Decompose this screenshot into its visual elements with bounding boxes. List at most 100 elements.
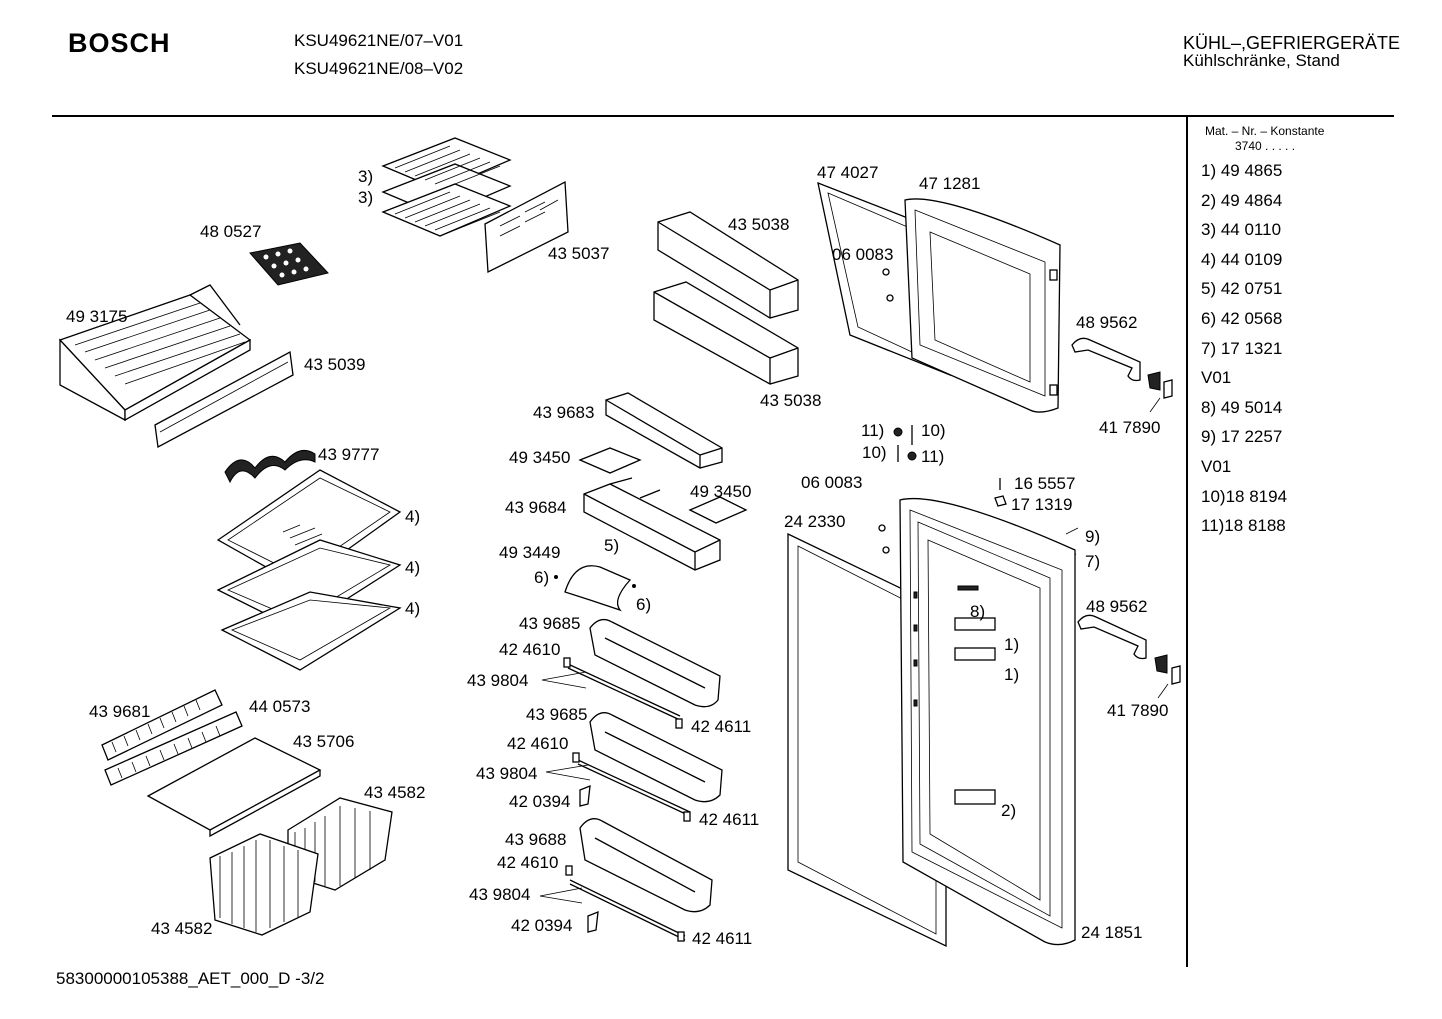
drawer-front-strip	[154, 350, 294, 449]
part-label: 43 5039	[304, 355, 365, 374]
freezer-door	[904, 198, 1061, 413]
part-label: 11)	[921, 447, 944, 466]
part-label: 10)	[921, 421, 946, 440]
part-label: 6)	[534, 568, 549, 587]
part-labels: 3) 3) 48 0527 43 5037 49 3175 43 5039 43…	[66, 163, 1168, 948]
part-label: 43 5038	[728, 215, 789, 234]
part-label: 17 1319	[1011, 495, 1072, 514]
model-number-1: KSU49621NE/07–V01	[294, 31, 464, 50]
part-label: 47 1281	[919, 174, 980, 193]
part-label: 42 4611	[692, 929, 752, 948]
sidebar-entry: 4) 44 0109	[1201, 249, 1283, 269]
sidebar-entry: 10)18 8194	[1201, 486, 1288, 506]
fridge-door	[899, 497, 1076, 946]
part-label: 42 0394	[509, 792, 570, 811]
butter-compartment	[605, 392, 723, 469]
sidebar-entry: 6) 42 0568	[1201, 308, 1283, 328]
part-label: 44 0573	[249, 697, 310, 716]
part-label: 42 0394	[511, 916, 572, 935]
part-label: 9)	[1085, 527, 1100, 546]
sidebar-divider	[1186, 117, 1188, 967]
part-label: 11)	[861, 421, 884, 440]
freezer-grate-shelves	[381, 137, 512, 237]
part-label: 3)	[358, 188, 373, 207]
part-label: 42 4610	[497, 853, 558, 872]
part-label: 4)	[405, 599, 420, 618]
part-label: 43 9685	[519, 614, 580, 633]
shelf-clips	[563, 657, 691, 942]
part-label: 43 9684	[505, 498, 566, 517]
part-label: 4)	[405, 558, 420, 577]
part-label: 7)	[1085, 552, 1100, 571]
part-label: 24 2330	[784, 512, 845, 531]
part-label: 43 4582	[151, 919, 212, 938]
door-bottle-shelves	[579, 618, 723, 913]
part-label: 42 4610	[507, 734, 568, 753]
part-label: 5)	[604, 536, 619, 555]
part-label: 49 3450	[690, 482, 751, 501]
part-label: 48 9562	[1086, 597, 1147, 616]
handle-caps	[1147, 371, 1181, 699]
sidebar-entry: 9) 17 2257	[1201, 427, 1283, 447]
egg-holder	[224, 449, 316, 484]
part-label: 43 9681	[89, 702, 150, 721]
part-label: 2)	[1001, 801, 1016, 820]
part-label: 49 3450	[509, 448, 570, 467]
part-label: 8)	[970, 602, 985, 621]
sidebar-entry: V01	[1201, 456, 1232, 476]
sidebar-entry: 8) 49 5014	[1201, 397, 1283, 417]
part-label: 1)	[1004, 635, 1019, 654]
category-subtitle: Kühlschränke, Stand	[1183, 51, 1340, 70]
part-label: 42 4611	[691, 717, 751, 736]
part-label: 16 5557	[1014, 474, 1075, 493]
part-label: 43 9804	[469, 885, 530, 904]
glass-shelves	[216, 469, 402, 671]
dowel-pins	[878, 268, 894, 554]
sidebar-entry: 7) 17 1321	[1201, 338, 1283, 358]
part-label: 43 5038	[760, 391, 821, 410]
part-label: 43 5706	[293, 732, 354, 751]
part-label: 42 4611	[699, 810, 759, 829]
part-label: 43 9688	[505, 830, 566, 849]
part-label: 41 7890	[1107, 701, 1168, 720]
part-label: 10)	[862, 443, 887, 462]
freezer-flap	[484, 180, 569, 274]
model-number-2: KSU49621NE/08–V02	[294, 59, 464, 78]
part-label: 42 4610	[499, 640, 560, 659]
door-handles	[1071, 337, 1147, 660]
part-label: 1)	[1004, 665, 1019, 684]
part-label: 24 1851	[1081, 923, 1142, 942]
part-label: 41 7890	[1099, 418, 1160, 437]
part-label: 43 4582	[364, 783, 425, 802]
part-label: 6)	[636, 595, 651, 614]
crisper-cover-plate	[146, 737, 322, 838]
part-label: 06 0083	[801, 473, 862, 492]
part-label: 43 9777	[318, 445, 379, 464]
sidebar-entry: 11)18 8188	[1201, 516, 1286, 536]
egg-trays	[578, 447, 748, 524]
ice-tray	[249, 242, 329, 286]
category-title: KÜHL–,GEFRIERGERÄTE	[1183, 33, 1401, 53]
shelf-edge-strips	[101, 689, 243, 786]
document-id: 58300000105388_AET_000_D -3/2	[56, 969, 325, 988]
brand-logo: BOSCH	[68, 28, 171, 58]
crisper-drawers	[209, 797, 393, 936]
hinge-screws	[893, 425, 1079, 561]
part-label: 49 3449	[499, 543, 560, 562]
sidebar-entry: 3) 44 0110	[1201, 220, 1282, 240]
part-label: 48 9562	[1076, 313, 1137, 332]
sidebar-entry: V01	[1201, 368, 1232, 388]
header-divider	[52, 115, 1394, 117]
sidebar-entry: 5) 42 0751	[1201, 279, 1283, 299]
part-label: 43 9804	[467, 671, 528, 690]
sidebar-entry: 2) 49 4864	[1201, 190, 1283, 210]
sidebar-heading: Mat. – Nr. – Konstante	[1205, 124, 1325, 138]
shelf-rails	[539, 663, 691, 941]
part-label: 43 5037	[548, 244, 609, 263]
freezer-drawer	[58, 284, 252, 422]
part-label: 06 0083	[832, 245, 893, 264]
dairy-compartment	[583, 477, 721, 571]
part-label: 47 4027	[817, 163, 878, 182]
part-label: 3)	[358, 167, 373, 186]
